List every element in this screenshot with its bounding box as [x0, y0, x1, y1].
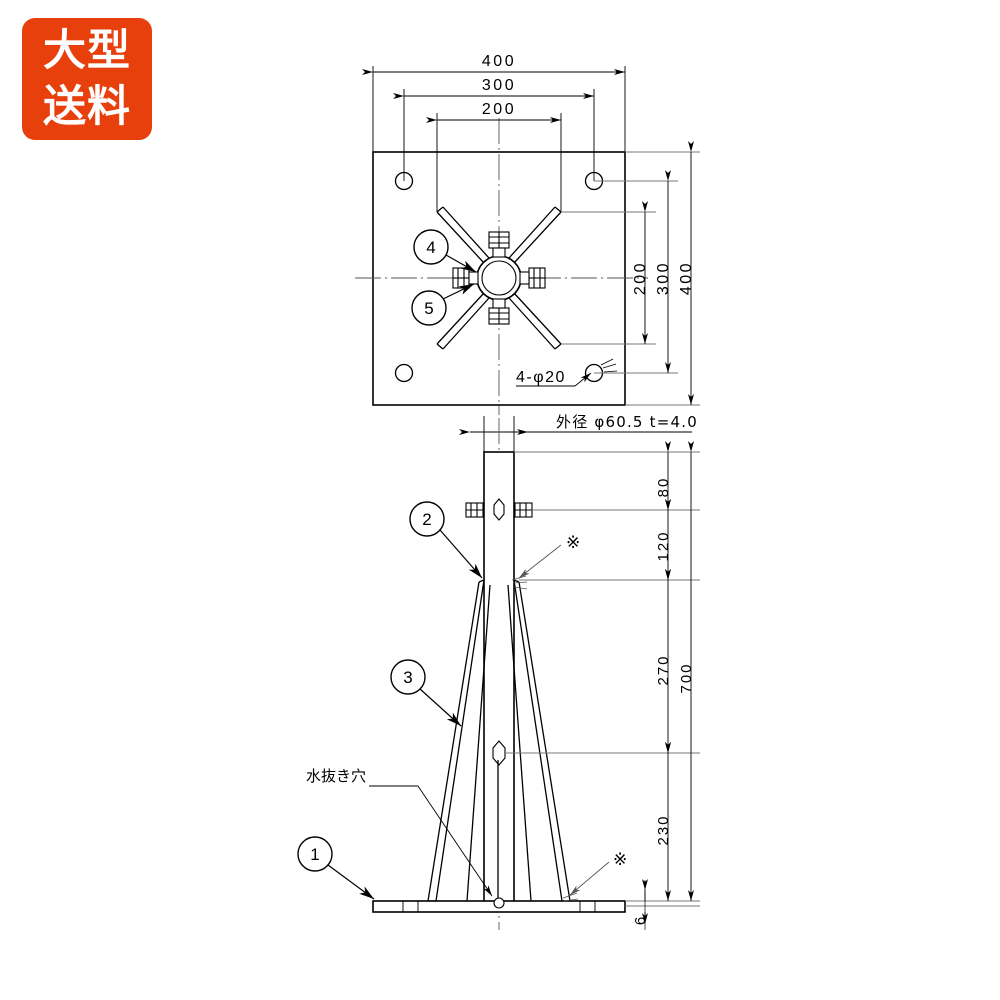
- balloon-1-label: 1: [310, 845, 319, 864]
- dim-200-right: 200: [632, 261, 649, 295]
- drain-hole-label: 水抜き穴: [306, 767, 366, 785]
- front-view-upper-bolt: [465, 498, 533, 521]
- balloon-1: [297, 836, 375, 900]
- shipping-badge-line-1: 大型: [43, 26, 131, 76]
- front-view-base-plate: [372, 897, 626, 913]
- shipping-badge-line-2: 送料: [43, 82, 131, 132]
- dim-400-right: 400: [678, 261, 695, 295]
- shipping-badge-text: 大型 送料: [22, 18, 152, 140]
- balloon-5-label: 5: [424, 299, 433, 318]
- shipping-badge: 大型 送料: [22, 18, 152, 140]
- dim-270: 270: [655, 654, 672, 685]
- pipe-spec-text: 外径 φ60.5 t=4.0: [556, 413, 698, 431]
- hole-callout-leader: [516, 358, 618, 387]
- balloon-4-label: 4: [426, 238, 435, 257]
- balloon-2-label: 2: [422, 510, 431, 529]
- reference-mark-leader-upper: [511, 544, 562, 590]
- dim-230: 230: [655, 814, 672, 845]
- dim-300-top: 300: [482, 77, 516, 94]
- balloon-5: [411, 283, 475, 326]
- reference-mark-upper: ※: [566, 533, 580, 553]
- dim-80: 80: [655, 477, 672, 498]
- front-view-lower-bolt: [492, 740, 506, 766]
- balloon-2: [409, 501, 483, 579]
- top-view-vertical-dimension-lines: [642, 141, 694, 405]
- dim-120: 120: [655, 530, 672, 561]
- balloon-4: [413, 229, 477, 273]
- dim-700: 700: [678, 662, 695, 693]
- reference-mark-lower: ※: [613, 850, 627, 870]
- top-view-pipe-and-clamps: [452, 231, 546, 325]
- top-view-horizontal-dimensions: [362, 66, 626, 212]
- front-view-pipe: [483, 451, 515, 903]
- balloon-3-label: 3: [403, 668, 412, 687]
- top-view-vertical-dimensions: [561, 151, 700, 406]
- drain-hole-leader: [369, 785, 493, 897]
- top-view-gusset-ribs: [436, 206, 562, 350]
- hole-callout-text: 4-φ20: [516, 369, 566, 386]
- balloon-3: [390, 659, 462, 727]
- dim-6: 6: [632, 917, 649, 925]
- front-view-dimension-lines: [642, 441, 694, 930]
- dim-400-top: 400: [482, 53, 516, 70]
- dim-300-right: 300: [655, 261, 672, 295]
- reference-mark-leader-lower: [562, 861, 610, 902]
- dim-200-top: 200: [482, 101, 516, 118]
